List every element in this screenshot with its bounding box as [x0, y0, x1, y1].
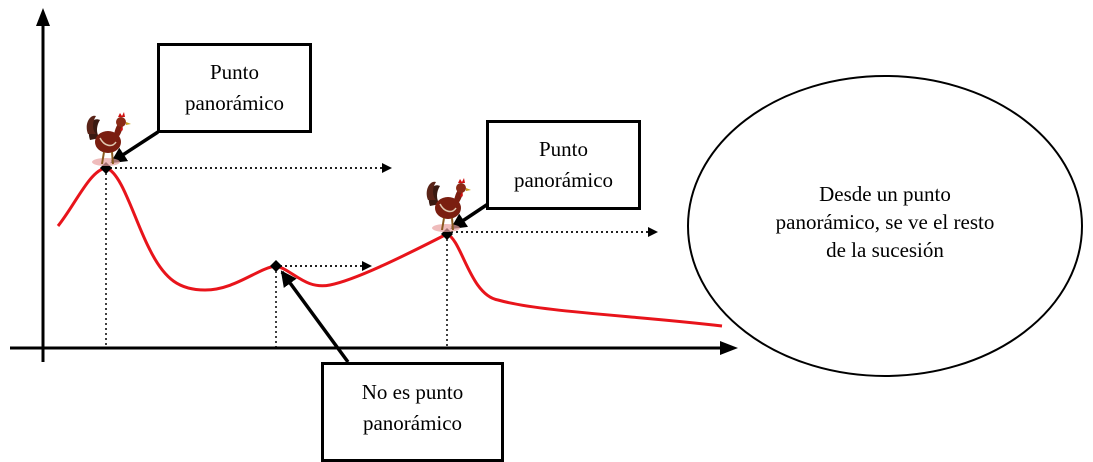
y-axis-arrow: [36, 8, 50, 26]
callout-not-peak: No es punto panorámico: [321, 362, 504, 462]
rooster-icon: [426, 178, 471, 232]
callout-peak2: Punto panorámico: [486, 120, 641, 210]
diagram-canvas: [10, 8, 1083, 377]
pointer-peak2: [450, 202, 489, 230]
x-axis-arrow: [720, 341, 738, 355]
rooster-icon: [86, 112, 131, 166]
ellipse-line1: Desde un punto: [819, 182, 951, 206]
pointer-peak1: [110, 130, 159, 164]
sequence-curve: [56, 166, 723, 328]
point-valley: [270, 260, 282, 272]
ellipse-line3: de la sucesión: [826, 238, 944, 262]
callout-peak1-line1: Punto: [209, 60, 259, 84]
callout-not-peak-line2: panorámico: [362, 411, 463, 435]
callout-peak2-line2: panorámico: [513, 168, 614, 192]
callout-not-peak-line1: No es punto: [361, 380, 464, 404]
ellipse-line2: panorámico, se ve el resto: [775, 210, 995, 234]
callout-peak2-line1: Punto: [538, 137, 588, 161]
pointer-valley: [280, 270, 350, 364]
ellipse-text: Desde un punto panorámico, se ve el rest…: [720, 180, 1050, 264]
callout-peak1: Punto panorámico: [157, 43, 312, 133]
summary-ellipse: [687, 75, 1083, 377]
callout-peak1-line2: panorámico: [184, 91, 285, 115]
